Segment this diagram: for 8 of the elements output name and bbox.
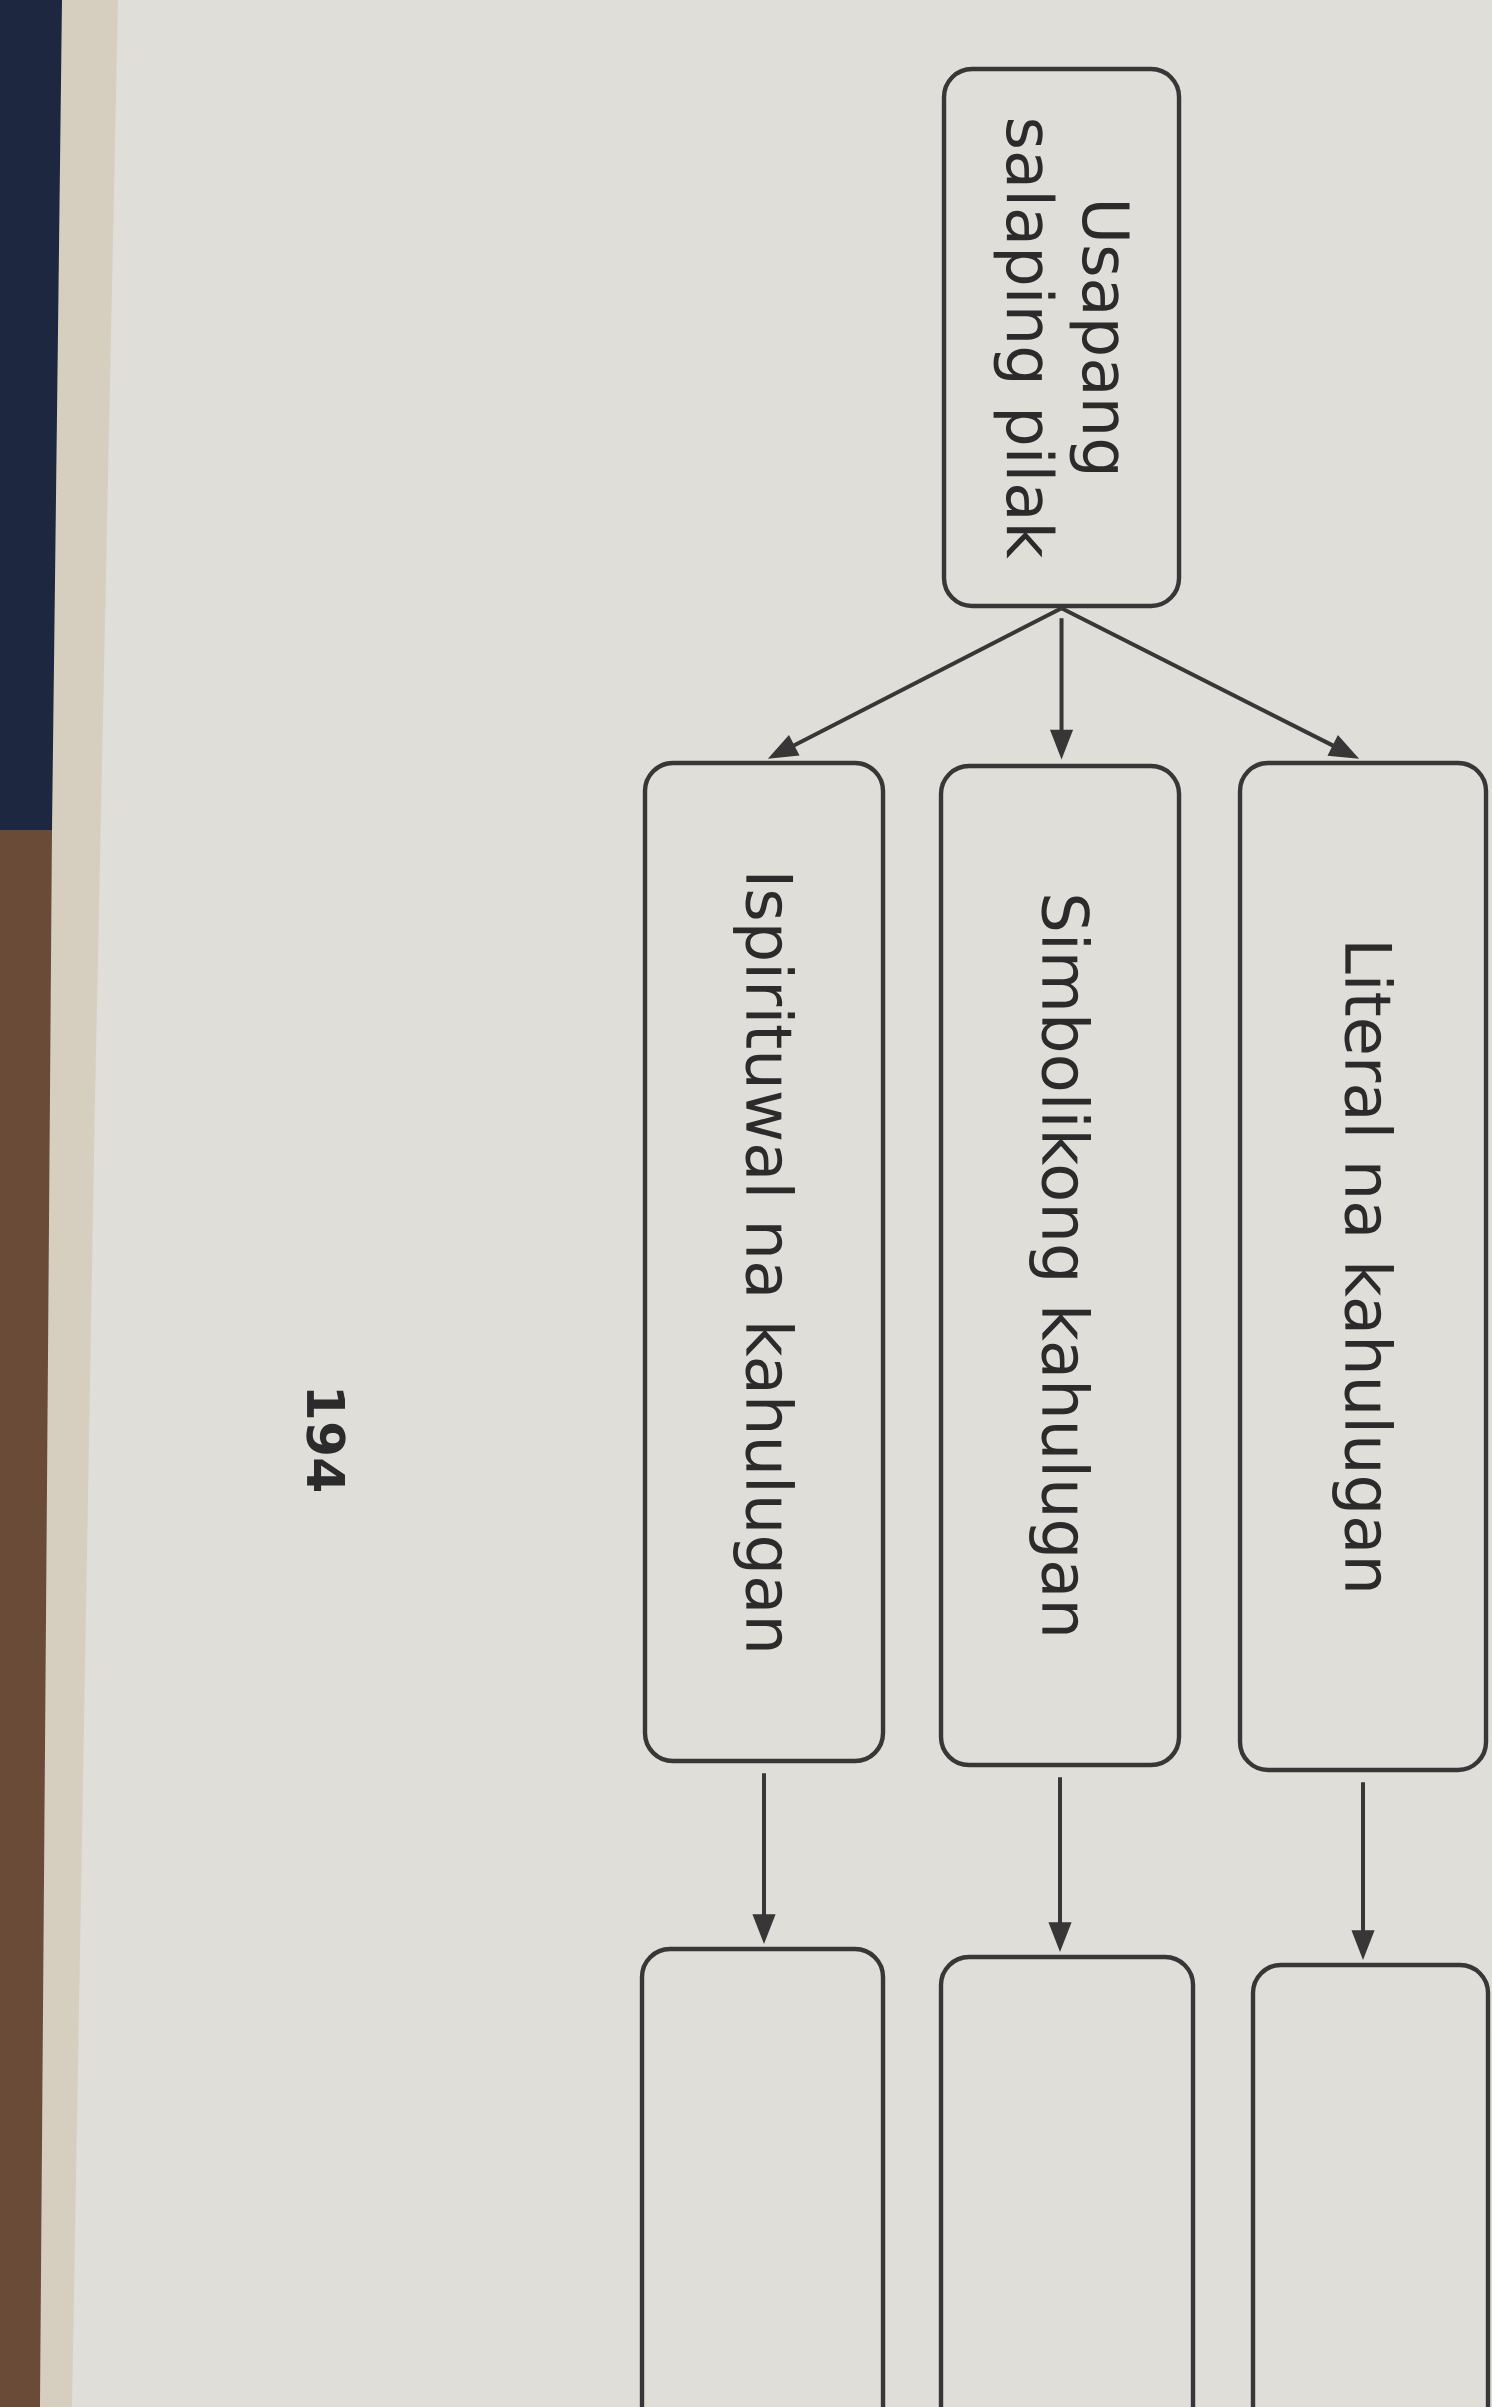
text-box: Literal na kahulugan	[1237, 760, 1489, 1773]
empty-box	[639, 1946, 886, 2407]
empty-box	[1250, 1962, 1491, 2407]
page-number: 194	[306, 1390, 346, 1491]
text-box: Ispirituwal na kahulugan	[642, 760, 886, 1764]
empty-box	[938, 1954, 1196, 2407]
text-box: Usapang salaping pilak	[941, 66, 1182, 609]
text-box: Simbolikong kahulugan	[938, 763, 1182, 1768]
